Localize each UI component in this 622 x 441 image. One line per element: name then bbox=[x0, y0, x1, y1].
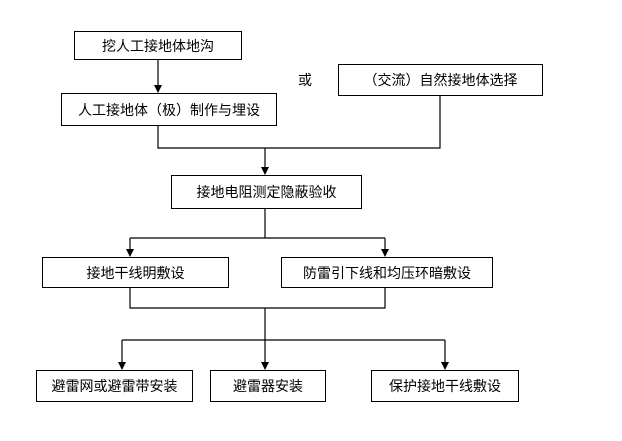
edge-n2-merge bbox=[157, 96, 441, 149]
or-label: 或 bbox=[298, 73, 312, 89]
node-resistance-test: 接地电阻测定隐蔽验收 bbox=[171, 175, 362, 209]
node-protective-trunk: 保护接地干线敷设 bbox=[371, 370, 519, 402]
node-dig-trench: 挖人工接地体地沟 bbox=[74, 31, 242, 60]
node-arrester-install: 避雷器安装 bbox=[210, 370, 326, 402]
node-lightning-net-install: 避雷网或避雷带安装 bbox=[36, 370, 193, 402]
node-natural-electrode-select: （交流）自然接地体选择 bbox=[338, 64, 543, 96]
node-make-bury-electrode: 人工接地体（极）制作与埋设 bbox=[61, 93, 277, 126]
node-trunk-exposed: 接地干线明敷设 bbox=[42, 257, 229, 288]
edge-n5-n6-merge bbox=[129, 288, 386, 309]
node-downconductor-concealed: 防雷引下线和均压环暗敷设 bbox=[281, 257, 493, 288]
